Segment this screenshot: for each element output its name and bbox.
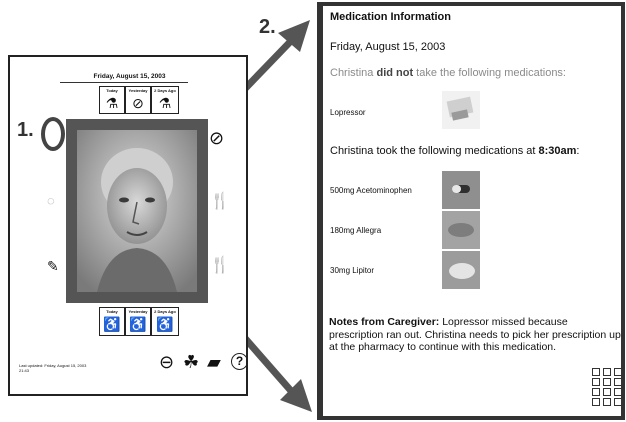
help-glyph: ? — [235, 354, 244, 368]
grid-cell — [592, 368, 600, 376]
arrow-head-bottom — [280, 379, 312, 412]
grid-cell — [614, 388, 622, 396]
highlight-ring — [41, 117, 65, 151]
grid-cell — [603, 398, 611, 406]
grid-cell — [603, 378, 611, 386]
day-label: Today — [106, 309, 118, 314]
panel-date: Friday, August 15, 2003 — [330, 41, 446, 53]
caregiver-notes: Notes from Caregiver: Lopressor missed b… — [329, 316, 621, 354]
grid-cell — [592, 388, 600, 396]
grid-cell — [614, 398, 622, 406]
medication-photo-lopressor[interactable] — [442, 91, 480, 129]
day-label: 2 Days Ago — [154, 309, 176, 314]
spray-bottle-icon[interactable]: ✎ — [47, 258, 59, 274]
grid-cell — [614, 378, 622, 386]
not-taken-post: take the following medications: — [413, 67, 566, 79]
taken-heading: Christina took the following medications… — [330, 145, 579, 157]
med-name-allegra: 180mg Allegra — [330, 226, 382, 235]
fork-knife-icon[interactable]: 🍴 — [210, 193, 230, 210]
caregiver-notes-text: Lopressor missed because prescription ra… — [329, 316, 621, 353]
pill-icon[interactable]: ◌ — [47, 193, 55, 208]
not-taken-pre: Christina — [330, 67, 377, 79]
day-box-today[interactable]: Today ⚗ — [99, 86, 125, 114]
panel-title: Medication Information — [330, 11, 451, 23]
person-reading-icon[interactable]: ☘ — [183, 352, 200, 372]
medication-photo-acetominophen[interactable] — [442, 171, 480, 209]
day-label: Today — [106, 88, 118, 93]
book-icon[interactable]: ▰ — [207, 352, 221, 372]
callout-label-1: 1. — [17, 119, 34, 141]
last-updated-text: Last updated: Friday, August 15, 2003 21… — [19, 363, 87, 373]
medication-photo-allegra[interactable] — [442, 211, 480, 249]
med-name-acetominophen: 500mg Acetominophen — [330, 186, 412, 195]
date-divider — [60, 82, 188, 83]
walker-icon: ♿ — [156, 316, 174, 332]
taken-pre: Christina took the following medications… — [330, 145, 539, 157]
grid-cell — [592, 378, 600, 386]
day-box-yesterday[interactable]: Yesterday ♿ — [125, 307, 151, 336]
arrow-head-top — [278, 20, 310, 52]
not-taken-emphasis: did not — [376, 67, 414, 79]
grid-menu-icon[interactable] — [592, 368, 624, 409]
help-icon[interactable]: ? — [231, 353, 248, 370]
fork-knife-icon[interactable]: 🍴 — [210, 257, 230, 274]
crossed-meal-icon[interactable]: ⊘ — [209, 128, 225, 148]
grid-cell — [592, 398, 600, 406]
medication-photo-lipitor[interactable] — [442, 251, 480, 289]
day-label: Yesterday — [128, 309, 148, 314]
day-box-today[interactable]: Today ♿ — [99, 307, 125, 336]
day-label: Yesterday — [128, 88, 148, 93]
portrait-photo[interactable] — [77, 130, 197, 292]
pill-bottle-icon: ⚗ — [158, 95, 172, 111]
med-name-lipitor: 30mg Lipitor — [330, 266, 375, 275]
crossed-bottle-icon: ⊘ — [132, 95, 144, 111]
not-taken-heading: Christina did not take the following med… — [330, 67, 566, 79]
clock-icon[interactable]: ⊖ — [159, 352, 175, 372]
caregiver-notes-label: Notes from Caregiver: — [329, 316, 440, 328]
grid-cell — [614, 368, 622, 376]
callout-label-2: 2. — [259, 16, 276, 38]
pill-bottle-icon: ⚗ — [105, 95, 119, 111]
grid-cell — [603, 368, 611, 376]
day-box-yesterday[interactable]: Yesterday ⊘ — [125, 86, 151, 114]
day-box-2-days-ago[interactable]: 2 Days Ago ♿ — [151, 307, 179, 336]
walker-icon: ♿ — [103, 316, 121, 332]
med-name-lopressor: Lopressor — [330, 108, 366, 117]
taken-time: 8:30am — [538, 145, 577, 157]
day-box-2-days-ago[interactable]: 2 Days Ago ⚗ — [151, 86, 179, 114]
portrait-date: Friday, August 15, 2003 — [93, 73, 166, 80]
grid-cell — [603, 388, 611, 396]
day-label: 2 Days Ago — [154, 88, 176, 93]
taken-post: : — [576, 145, 580, 157]
walker-icon: ♿ — [129, 316, 147, 332]
